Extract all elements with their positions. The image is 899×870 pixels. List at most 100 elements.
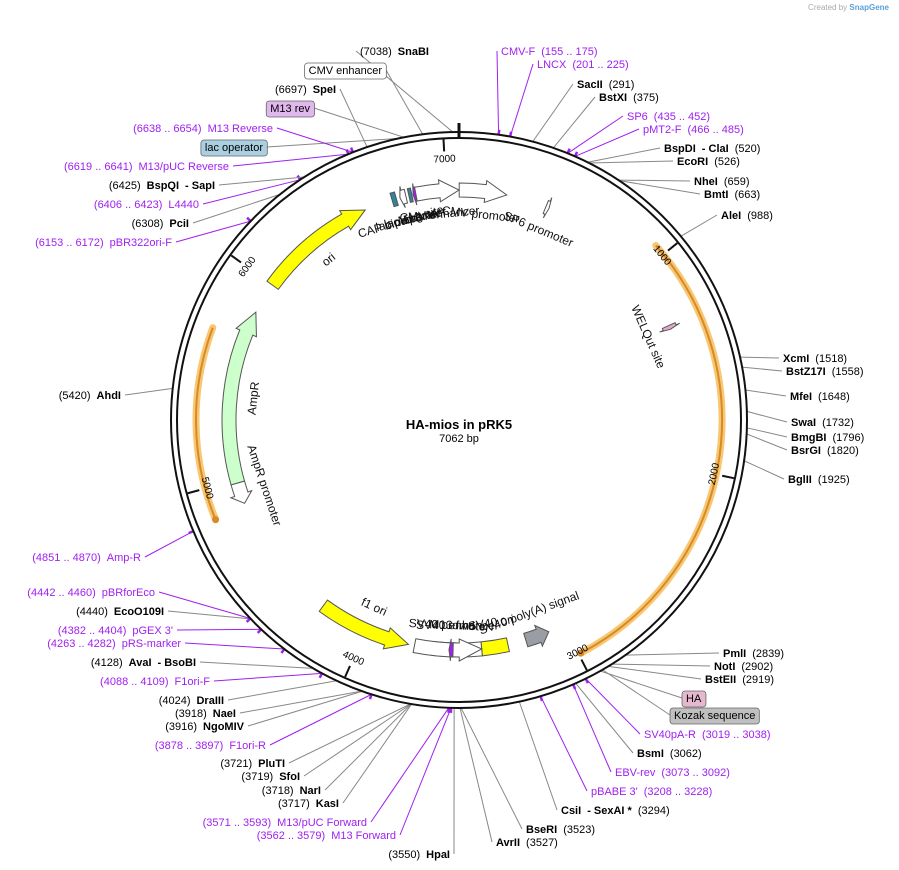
site-label-kozak-sequence[interactable]: Kozak sequence [669,707,760,725]
leader-line [746,433,788,451]
site-label-3721-pluti[interactable]: (3721)PluTI [220,758,285,770]
site-label-6697-spei[interactable]: (6697)SpeI [275,84,336,96]
site-label-bstxi-375[interactable]: BstXI(375) [599,92,659,104]
site-label-part: BspDI [664,143,696,155]
site-label-3719-sfoi[interactable]: (3719)SfoI [241,771,300,783]
site-label-lncx-201-225[interactable]: LNCX(201 .. 225) [537,59,629,71]
site-label-bmgbi-1796[interactable]: BmgBI(1796) [791,432,864,444]
site-label-bsrgi-1820[interactable]: BsrGI(1820) [791,445,859,457]
site-label-part: (3523) [563,824,595,836]
site-label-3916-ngomiv[interactable]: (3916)NgoMIV [165,721,244,733]
leader-line [608,665,702,680]
site-label-4442-4460-pbrforeco[interactable]: (4442 .. 4460)pBRforEco [27,587,155,599]
site-label-4440-ecoo109i[interactable]: (4440)EcoO109I [76,606,164,618]
site-label-bsmi-3062[interactable]: BsmI(3062) [637,748,702,760]
leader-line [218,176,305,186]
site-label-alei-988[interactable]: AleI(988) [721,210,773,222]
feature-shape-sv40-ori[interactable] [480,637,511,657]
site-label-ebv-rev-3073-3092[interactable]: EBV-rev(3073 .. 3092) [615,767,730,779]
site-label-m13-rev[interactable]: M13 rev [265,100,315,118]
site-label-nhei-659[interactable]: NheI(659) [694,176,750,188]
site-label-5420-ahdi[interactable]: (5420)AhdI [59,390,121,402]
site-label-part: F1ori-F [175,676,211,688]
site-label-noti-2902[interactable]: NotI(2902) [714,661,773,673]
site-label-text: BstZ17I(1558) [786,366,864,378]
site-label-4382-4404-pgex-3[interactable]: (4382 .. 4404)pGEX 3' [58,625,173,637]
feature-shape-sp6-promoter[interactable] [542,197,553,219]
site-label-4128-avai-bsobi[interactable]: (4128)AvaI- BsoBI [91,657,196,669]
site-label-3878-3897-f1ori-r[interactable]: (3878 .. 3897)F1ori-R [155,740,266,752]
site-label-text: Kozak sequence [674,710,755,722]
feature-shape-sv40-promoter[interactable] [412,638,483,662]
feature-cmv-enhancer[interactable]: CMV enhancer [399,179,480,225]
site-label-part: (1518) [815,353,847,365]
site-label-3571-3593-m13-puc-forward[interactable]: (3571 .. 3593)M13/pUC Forward [203,817,367,829]
site-label-bspdi-clai-520[interactable]: BspDI- ClaI(520) [664,143,760,155]
feature-shape-ori[interactable] [266,209,367,291]
site-label-4851-4870-amp-r[interactable]: (4851 .. 4870)Amp-R [32,552,141,564]
site-label-3562-3579-m13-forward[interactable]: (3562 .. 3579)M13 Forward [257,830,396,842]
site-label-part: (6425) [109,180,141,192]
leader-line [532,83,574,142]
feature-shape-sv40-poly-a-signal[interactable] [523,624,550,648]
site-label-cmv-enhancer[interactable]: CMV enhancer [304,62,387,80]
site-label-6619-6641-m13-puc-reverse[interactable]: (6619 .. 6641)M13/pUC Reverse [64,161,229,173]
feature-shape-lac-operator[interactable] [406,187,414,203]
site-label-bseri-3523[interactable]: BseRI(3523) [526,824,595,836]
feature-m13-fwd[interactable]: M13 fwd [429,617,475,661]
site-label-text: BmtI(663) [704,189,760,201]
site-label-part: (6697) [275,84,307,96]
site-label-swai-1732[interactable]: SwaI(1732) [791,417,854,429]
site-label-part: - ClaI [702,143,729,155]
site-label-4088-4109-f1ori-f[interactable]: (4088 .. 4109)F1ori-F [100,676,210,688]
site-label-4263-4282-prs-marker[interactable]: (4263 .. 4282)pRS-marker [47,638,181,650]
feature-ampr[interactable]: AmpR [221,311,262,486]
site-label-3918-naei[interactable]: (3918)NaeI [175,708,236,720]
site-label-3717-kasi[interactable]: (3717)KasI [278,798,339,810]
site-label-6308-pcii[interactable]: (6308)PciI [132,218,189,230]
feature-shape-cmv-enhancer[interactable] [413,179,461,203]
site-label-6425-bspqi-sapi[interactable]: (6425)BspQI- SapI [109,180,215,192]
site-label-7038-snabi[interactable]: (7038)SnaBI [360,46,429,58]
site-label-cmv-f-155-175[interactable]: CMV-F(155 .. 175) [501,46,598,58]
site-label-sv40pa-r-3019-3038[interactable]: SV40pA-R(3019 .. 3038) [644,729,770,741]
feature-ori[interactable]: ori [266,209,367,291]
site-label-bsteii-2919[interactable]: BstEII(2919) [705,674,774,686]
feature-shape-m13-fwd[interactable] [448,638,454,661]
site-label-sacii-291[interactable]: SacII(291) [577,79,634,91]
site-label-csii-sexai-3294[interactable]: CsiI- SexAI *(3294) [561,805,670,817]
site-label-ecori-526[interactable]: EcoRI(526) [677,156,740,168]
site-label-6406-6423-l4440[interactable]: (6406 .. 6423)L4440 [94,199,199,211]
site-label-bglii-1925[interactable]: BglII(1925) [788,474,850,486]
site-label-6153-6172-pbr322ori-f[interactable]: (6153 .. 6172)pBR322ori-F [35,237,172,249]
site-label-part: (3062) [670,748,702,760]
site-label-sp6-435-452[interactable]: SP6(435 .. 452) [627,111,710,123]
feature-welqut-site[interactable]: WELQut site [628,303,680,371]
site-label-bstz17i-1558[interactable]: BstZ17I(1558) [786,366,864,378]
feature-shape-cmv-promoter[interactable] [458,179,508,204]
leader-line [324,703,412,791]
site-label-3718-nari[interactable]: (3718)NarI [262,785,321,797]
site-label-pmt2-f-466-485[interactable]: pMT2-F(466 .. 485) [643,124,744,136]
site-label-bmti-663[interactable]: BmtI(663) [704,189,760,201]
site-label-6638-6654-m13-reverse[interactable]: (6638 .. 6654)M13 Reverse [133,123,273,135]
site-label-mfei-1648[interactable]: MfeI(1648) [790,391,850,403]
leader-line [575,682,634,754]
feature-shape-f1-ori[interactable] [318,599,410,650]
feature-shape-welqut-site[interactable] [659,322,680,333]
feature-sv40-promoter[interactable]: SV40 promoter [408,616,490,662]
site-label-4024-draiii[interactable]: (4024)DraIII [159,695,224,707]
site-label-pbabe-3-3208-3228[interactable]: pBABE 3'(3208 .. 3228) [591,786,712,798]
feature-sp6-promoter[interactable]: SP6 promoter [502,197,576,250]
feature-f1-ori[interactable]: f1 ori [318,595,410,650]
site-label-lac-operator[interactable]: lac operator [200,139,268,157]
site-label-3550-hpai[interactable]: (3550)HpaI [388,849,450,861]
feature-shape-ampr[interactable] [221,311,257,486]
feature-shape-cap-binding-site[interactable] [389,191,399,208]
site-label-avrii-3527[interactable]: AvrII(3527) [496,837,558,849]
site-label-xcmi-1518[interactable]: XcmI(1518) [783,353,847,365]
feature-shape-lac-promoter[interactable] [399,186,409,208]
site-label-ha[interactable]: HA [681,690,707,708]
site-label-text: AvrII(3527) [496,837,558,849]
site-label-pmli-2839[interactable]: PmlI(2839) [723,648,784,660]
